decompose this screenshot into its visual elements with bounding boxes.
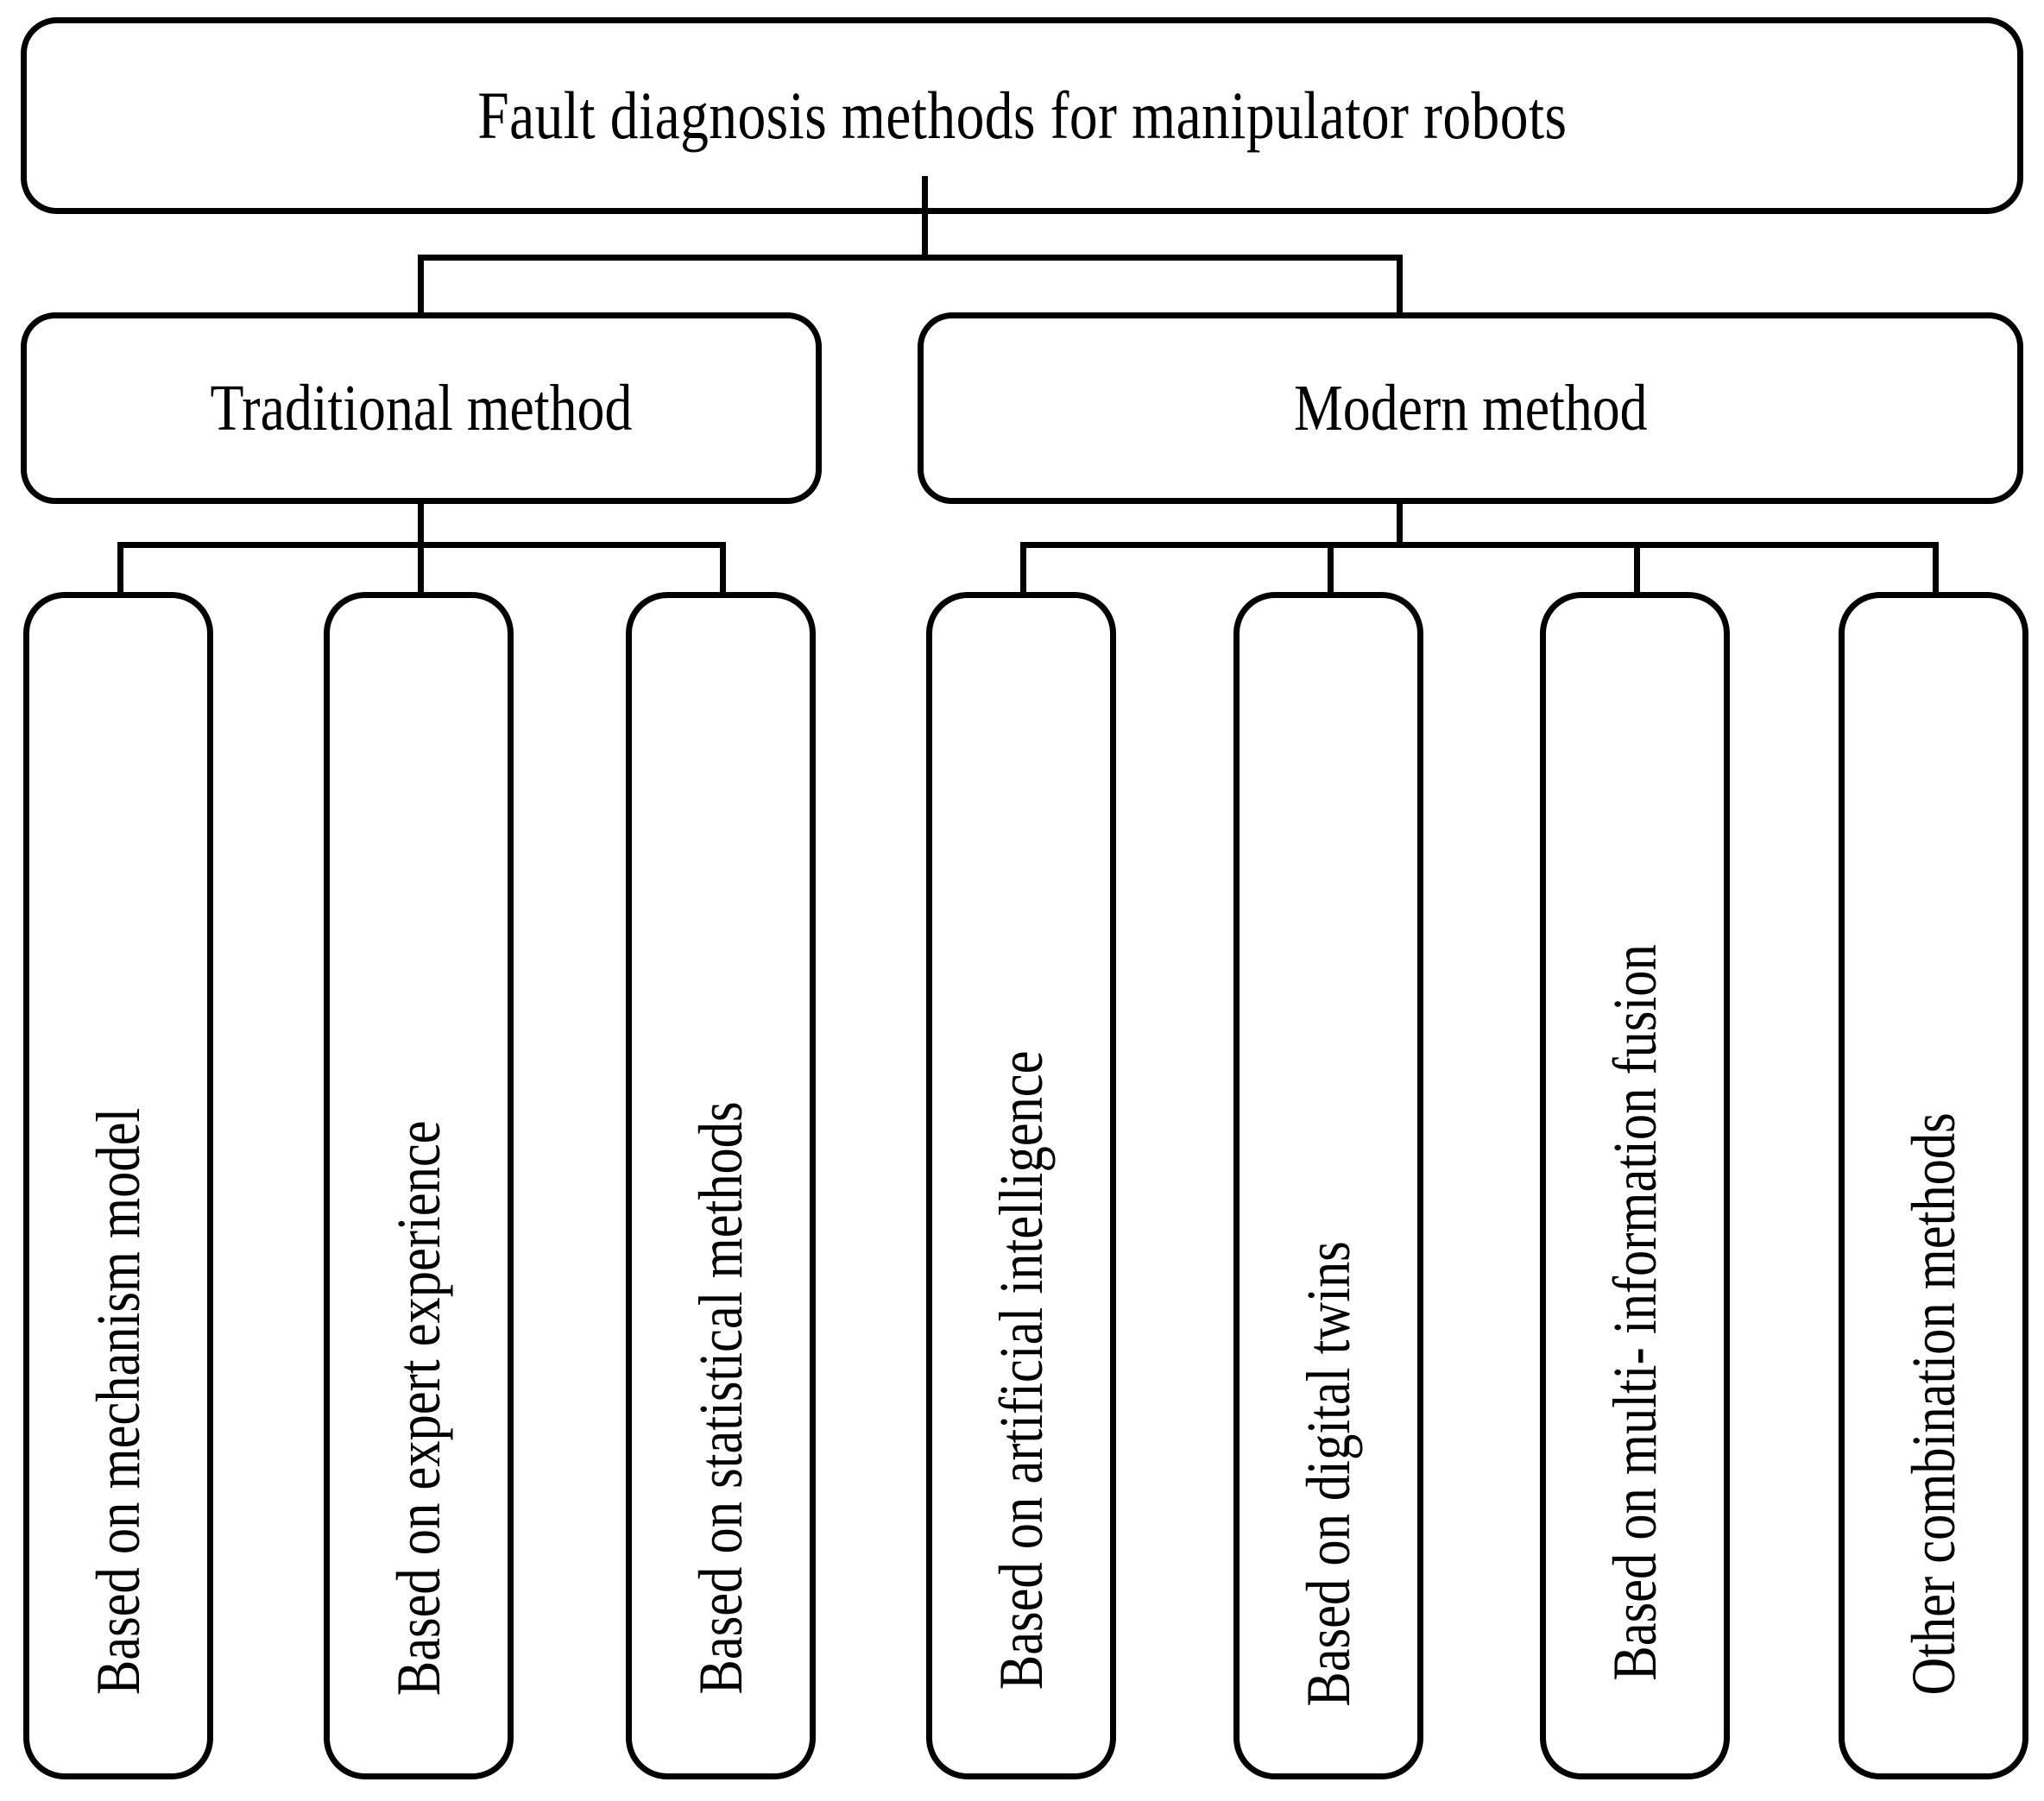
node-based-on-mechanism-model[interactable]: Based on mechanism model <box>23 592 213 1779</box>
connector-level1-bus <box>418 255 1403 261</box>
connector-root-stem <box>922 176 928 261</box>
connector-drop-traditional <box>418 255 424 315</box>
node-based-on-digital-twins[interactable]: Based on digital twins <box>1233 592 1423 1779</box>
node-traditional-method-label: Traditional method <box>210 372 633 444</box>
node-based-on-expert-experience[interactable]: Based on expert experience <box>324 592 514 1779</box>
connector-drop-modern <box>1397 255 1403 315</box>
connector-modern-stem <box>1397 499 1403 547</box>
connector-drop-digital-twins <box>1328 542 1334 595</box>
node-based-on-statistical-methods-label: Based on statistical methods <box>686 1101 755 1695</box>
node-based-on-artificial-intelligence-label: Based on artificial intelligence <box>987 1050 1056 1691</box>
node-based-on-statistical-methods[interactable]: Based on statistical methods <box>626 592 816 1779</box>
node-root[interactable]: Fault diagnosis methods for manipulator … <box>21 17 2023 214</box>
node-based-on-digital-twins-label: Based on digital twins <box>1294 1241 1363 1707</box>
connector-drop-mechanism-model <box>117 542 123 595</box>
node-based-on-multi-information-fusion-label: Based on multi- information fusion <box>1600 944 1669 1681</box>
node-other-combination-methods-label: Other combination methods <box>1899 1112 1968 1696</box>
node-traditional-method[interactable]: Traditional method <box>21 312 822 504</box>
node-other-combination-methods[interactable]: Other combination methods <box>1839 592 2028 1779</box>
node-modern-method-label: Modern method <box>1293 372 1648 444</box>
node-based-on-mechanism-model-label: Based on mechanism model <box>84 1107 153 1696</box>
connector-drop-multi-information-fusion <box>1634 542 1640 595</box>
connector-drop-statistical-methods <box>720 542 726 595</box>
node-root-label: Fault diagnosis methods for manipulator … <box>476 78 1568 153</box>
connector-drop-other-combination <box>1933 542 1939 595</box>
node-based-on-multi-information-fusion[interactable]: Based on multi- information fusion <box>1540 592 1730 1779</box>
connector-drop-expert-experience <box>418 542 424 595</box>
node-modern-method[interactable]: Modern method <box>918 312 2023 504</box>
connector-drop-artificial-intelligence <box>1020 542 1026 595</box>
node-based-on-expert-experience-label: Based on expert experience <box>384 1120 453 1697</box>
connector-modern-bus <box>1020 542 1939 548</box>
connector-traditional-stem <box>418 499 424 547</box>
node-based-on-artificial-intelligence[interactable]: Based on artificial intelligence <box>926 592 1116 1779</box>
